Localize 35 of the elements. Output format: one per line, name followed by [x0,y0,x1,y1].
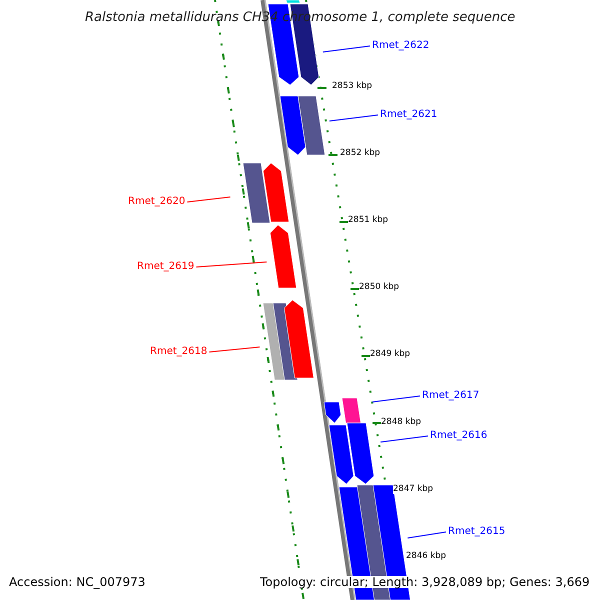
leader-line [328,114,378,122]
gene-feature [270,224,297,288]
gene-feature [262,162,290,222]
leader-line [196,262,268,268]
gene-label: Rmet_2621 [380,110,438,120]
scale-label: 2853 kbp [332,82,372,90]
scale-label: 2847 kbp [393,485,434,494]
gene-label: Rmet_2616 [430,431,488,441]
leader-line [380,436,428,442]
leader-line [372,396,420,402]
leader-line [186,196,231,202]
gene-feature [284,300,314,378]
gene-feature [346,422,374,484]
scale-label: 2848 kbp [381,418,422,426]
gene-feature [242,162,270,224]
gene-label: Rmet_2615 [448,527,506,537]
footer-text: Accession: NC_007973 [9,576,146,588]
gene-label: Rmet_2618 [150,347,208,357]
gene-feature [298,96,326,156]
leader-line [407,532,446,538]
scale-label: 2850 kbp [359,283,400,292]
leader-line [208,346,260,352]
gene-feature [342,398,362,424]
gene-label: Rmet_2619 [137,262,194,272]
gene-label: Rmet_2617 [422,391,480,401]
scale-label: 2849 kbp [370,350,410,358]
gene-feature [324,402,342,424]
footer-text: Topology: circular; Length: 3,928,089 bp; Genes: 3,669 [260,576,590,588]
gene-label: Rmet_2620 [128,197,186,207]
scale-label: 2851 kbp [348,216,388,224]
leader-line [322,46,370,52]
scale-label: 2846 kbp [406,552,446,560]
gene-label: Rmet_2622 [372,41,430,51]
gene-feature [280,96,306,156]
scale-label: 2852 kbp [340,149,380,158]
